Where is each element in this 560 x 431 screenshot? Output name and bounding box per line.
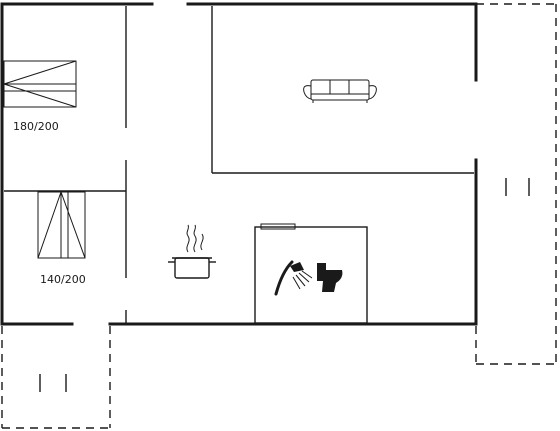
sofa-icon xyxy=(303,79,377,103)
terrace-right xyxy=(475,3,557,365)
shower-icon xyxy=(274,260,313,296)
toilet-icon xyxy=(317,263,343,292)
bed-label-lower: 140/200 xyxy=(40,273,86,286)
bed-label-upper: 180/200 xyxy=(13,120,59,133)
terrace-bottom-left xyxy=(1,326,111,429)
double-bed-lower xyxy=(37,191,86,259)
interior-walls xyxy=(4,6,474,323)
double-bed-upper xyxy=(3,60,77,108)
bathroom xyxy=(254,223,368,324)
outer-walls xyxy=(0,2,478,326)
cooking-pot-icon xyxy=(168,224,216,279)
